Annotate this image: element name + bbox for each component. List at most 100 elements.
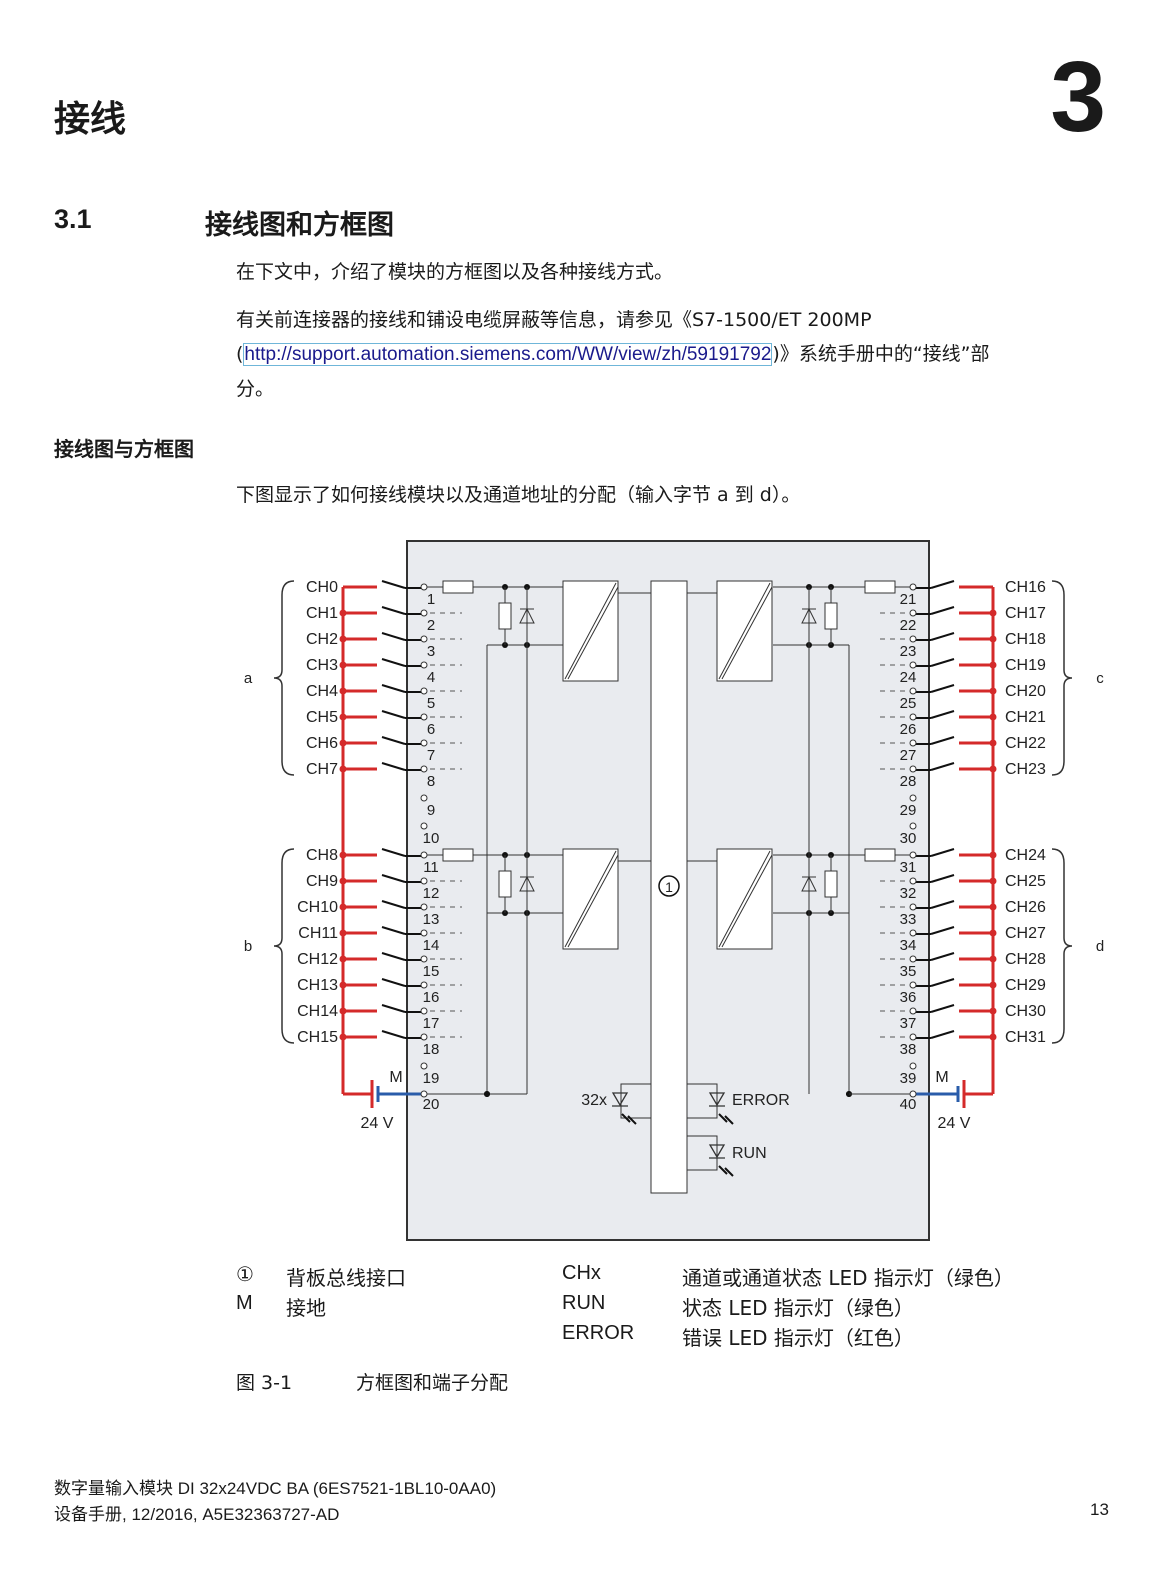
terminal-number-8: 8	[427, 773, 435, 790]
run-led-label: RUN	[732, 1145, 767, 1162]
sensor-switch-ch31	[930, 1030, 955, 1039]
bus-junction	[339, 609, 347, 617]
terminal-number-37: 37	[900, 1015, 917, 1032]
figure-intro: 下图显示了如何接线模块以及通道地址的分配（输入字节 a 到 d）。	[236, 484, 801, 506]
terminal-28	[909, 765, 917, 773]
converter-diagonal	[564, 850, 617, 948]
channel-label-ch11: CH11	[298, 925, 338, 942]
bus-junction	[989, 713, 997, 721]
footer-product: 数字量输入模块 DI 32x24VDC BA (6ES7521-1BL10-0A…	[54, 1479, 497, 1498]
sensor-switch-ch29	[930, 978, 955, 987]
bus-junction	[989, 661, 997, 669]
led-wire	[620, 1083, 651, 1119]
input-resistor	[864, 848, 896, 862]
figure-caption-text: 方框图和端子分配	[356, 1372, 509, 1394]
sensor-switch-ch11	[381, 926, 406, 935]
legend-text-ground: 接地	[286, 1296, 326, 1320]
legend-key-chx: CHx	[562, 1262, 601, 1284]
terminal-number-21: 21	[900, 591, 917, 608]
terminal-number-36: 36	[900, 989, 917, 1006]
terminal-number-5: 5	[427, 695, 435, 712]
terminal-number-12: 12	[423, 885, 440, 902]
legend-text-chx: 通道或通道状态 LED 指示灯（绿色）	[682, 1266, 1014, 1290]
terminal-number-32: 32	[900, 885, 917, 902]
converter-diagonal	[721, 586, 773, 680]
terminal-30	[909, 822, 917, 830]
bus-junction	[339, 739, 347, 747]
channel-label-ch1: CH1	[306, 605, 338, 622]
channel-label-ch14: CH14	[297, 1003, 338, 1020]
sensor-switch-ch15	[381, 1030, 406, 1039]
channel-label-ch9: CH9	[306, 873, 338, 890]
byte-group-label-d: d	[1096, 938, 1104, 955]
bus-junction	[339, 687, 347, 695]
ref-text-before: 有关前连接器的接线和铺设电缆屏蔽等信息，请参见《S7-1500/ET 200MP	[236, 309, 872, 331]
channel-label-ch15: CH15	[297, 1029, 338, 1046]
terminal-26	[909, 713, 917, 721]
sensor-switch-ch7	[381, 762, 406, 771]
legend-key-run: RUN	[562, 1292, 606, 1314]
channel-label-ch20: CH20	[1005, 683, 1046, 700]
terminal-5	[420, 687, 428, 695]
channel-label-ch7: CH7	[306, 761, 338, 778]
bus-junction	[339, 929, 347, 937]
sensor-switch-ch27	[930, 926, 955, 935]
led-wire	[687, 1135, 718, 1171]
terminal-number-7: 7	[427, 747, 435, 764]
converter-diagonal	[718, 850, 771, 948]
bus-junction	[989, 739, 997, 747]
terminal-16	[420, 981, 428, 989]
sensor-switch-ch19	[930, 658, 955, 667]
terminal-7	[420, 739, 428, 747]
bus-junction	[989, 765, 997, 773]
input-resistor	[442, 580, 474, 594]
channel-group-bracket	[1051, 848, 1073, 1044]
figure-caption-label: 图 3-1	[236, 1372, 293, 1394]
sensor-switch-ch12	[381, 952, 406, 961]
terminal-31	[909, 851, 917, 859]
ground-label-m: M	[389, 1069, 402, 1086]
sensor-switch-ch8	[381, 848, 406, 857]
supply-label-24v: 24 V	[938, 1115, 971, 1132]
terminal-number-39: 39	[900, 1070, 917, 1087]
section-title: 接线图和方框图	[205, 210, 394, 241]
bus-junction	[339, 1033, 347, 1041]
terminal-3	[420, 635, 428, 643]
sensor-switch-ch5	[381, 710, 406, 719]
channel-label-ch17: CH17	[1005, 605, 1046, 622]
bus-junction	[339, 981, 347, 989]
terminal-number-38: 38	[900, 1041, 917, 1058]
supply-label-24v: 24 V	[361, 1115, 394, 1132]
manual-link[interactable]: http://support.automation.siemens.com/WW…	[243, 343, 773, 366]
input-resistor	[442, 848, 474, 862]
channel-label-ch23: CH23	[1005, 761, 1046, 778]
terminal-number-2: 2	[427, 617, 435, 634]
terminal-23	[909, 635, 917, 643]
terminal-13	[420, 903, 428, 911]
terminal-number-30: 30	[900, 830, 917, 847]
legend-text-backplane: 背板总线接口	[286, 1266, 406, 1290]
terminal-number-34: 34	[900, 937, 917, 954]
terminal-38	[909, 1033, 917, 1041]
ref-text-after: )》系统手册中的“接线”部	[772, 343, 990, 365]
bus-junction	[339, 765, 347, 773]
terminal-24	[909, 661, 917, 669]
bus-junction	[989, 929, 997, 937]
sensor-switch-ch23	[930, 762, 955, 771]
sensor-switch-ch13	[381, 978, 406, 987]
terminal-number-11: 11	[423, 859, 439, 876]
terminal-18	[420, 1033, 428, 1041]
terminal-15	[420, 955, 428, 963]
signal-converter	[562, 848, 619, 950]
bus-junction	[989, 609, 997, 617]
bus-junction	[339, 955, 347, 963]
terminal-number-31: 31	[900, 859, 917, 876]
terminal-number-25: 25	[900, 695, 917, 712]
channel-label-ch6: CH6	[306, 735, 338, 752]
backplane-marker-circle	[658, 875, 680, 897]
sensor-switch-ch24	[930, 848, 955, 857]
legend-text-error: 错误 LED 指示灯（红色）	[682, 1326, 914, 1350]
terminal-number-10: 10	[423, 830, 440, 847]
terminal-number-35: 35	[900, 963, 917, 980]
sensor-switch-ch14	[381, 1004, 406, 1013]
